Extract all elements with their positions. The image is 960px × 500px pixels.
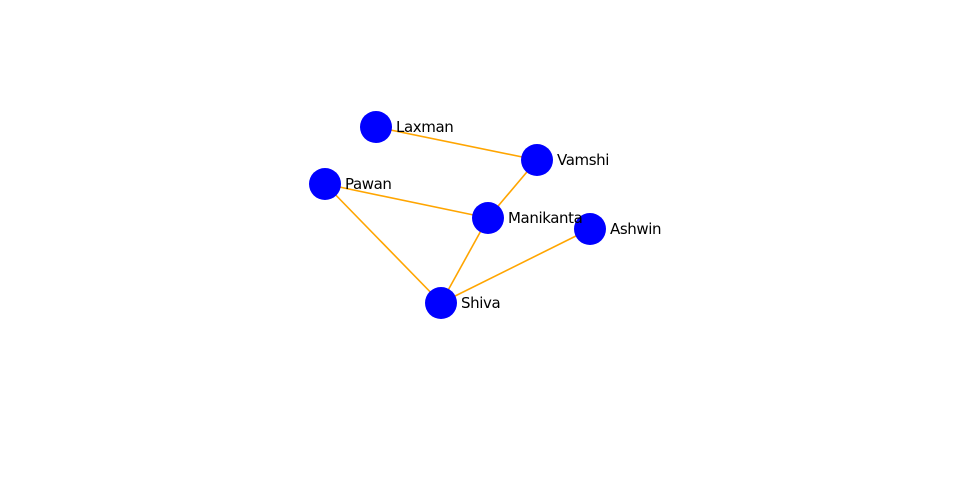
edge-ashwin-shiva	[440, 228, 591, 304]
edge-manikanta-shiva	[440, 217, 489, 304]
node-label-laxman: Laxman	[396, 118, 453, 136]
node-label-shiva: Shiva	[461, 294, 500, 312]
node-label-pawan: Pawan	[345, 175, 392, 193]
node-vamshi[interactable]	[521, 144, 553, 176]
node-ashwin[interactable]	[574, 213, 606, 245]
edge-pawan-shiva	[324, 183, 442, 304]
node-laxman[interactable]	[360, 111, 392, 143]
node-manikanta[interactable]	[472, 202, 504, 234]
node-label-ashwin: Ashwin	[610, 220, 661, 238]
edge-pawan-manikanta	[324, 183, 489, 219]
node-shiva[interactable]	[425, 287, 457, 319]
node-pawan[interactable]	[309, 168, 341, 200]
edge-laxman-vamshi	[375, 126, 538, 161]
node-label-vamshi: Vamshi	[557, 151, 609, 169]
node-label-manikanta: Manikanta	[508, 209, 582, 227]
